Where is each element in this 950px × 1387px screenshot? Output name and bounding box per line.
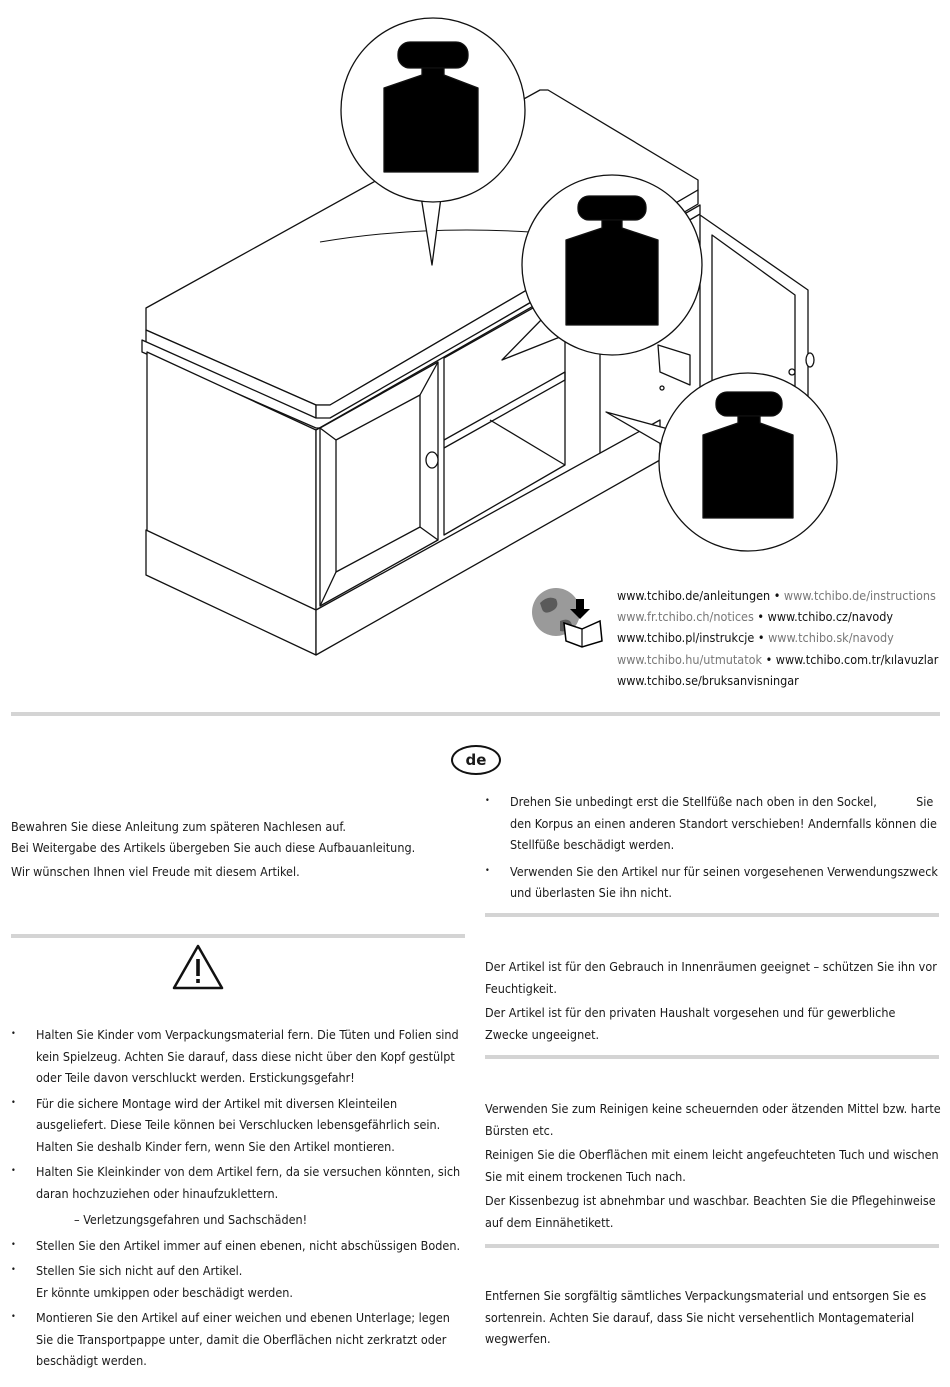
link-se[interactable]: www.tchibo.se/bruksanvisningar [617,672,799,688]
list-item: Montieren Sie den Artikel auf einer weic… [11,1307,461,1372]
language-badge: de [451,745,501,775]
link-pl[interactable]: www.tchibo.pl/instrukcje [617,630,755,646]
link-cz[interactable]: www.tchibo.cz/navody [767,609,894,625]
care-text: Verwenden Sie zum Reinigen keine scheuer… [485,1101,941,1230]
download-links: www.tchibo.de/anleitungen • www.tchibo.d… [617,585,938,691]
right-bullet-list: Drehen Sie unbedingt erst die Stellfüße … [485,791,940,908]
links-row-1: www.tchibo.de/anleitungen • www.tchibo.d… [617,588,936,603]
warning-icon [172,944,224,990]
link-de[interactable]: www.tchibo.de/anleitungen [617,588,771,603]
divider-right-3 [485,1244,939,1248]
list-item: Halten Sie Kleinkinder von dem Artikel f… [11,1161,461,1231]
divider-left-1 [11,934,465,938]
divider-right-2 [485,1055,939,1059]
link-tr[interactable]: www.tchibo.com.tr/kılavuzlar [775,651,939,667]
disposal-text: Entfernen Sie sorgfältig sämtliches Verp… [485,1288,927,1346]
list-item: Stellen Sie den Artikel immer auf einen … [11,1235,461,1257]
bench-illustration [141,17,838,656]
links-row-4: www.tchibo.hu/utmutatok • www.tchibo.com… [617,651,939,667]
list-item: Verwenden Sie den Artikel nur für seinen… [485,861,940,904]
globe-download-icon [532,588,603,648]
divider-top [11,712,940,716]
intro-text: Bewahren Sie diese Anleitung zum spätere… [11,819,416,879]
list-item: Stellen Sie sich nicht auf den Artikel.E… [11,1260,461,1303]
links-row-5: www.tchibo.se/bruksanvisningar [617,670,938,691]
divider-right-1 [485,913,939,917]
list-item: Halten Sie Kinder vom Verpackungsmateria… [11,1024,461,1089]
link-hu[interactable]: www.tchibo.hu/utmutatok [617,651,762,667]
usage-text: Der Artikel ist für den Gebrauch in Inne… [485,959,937,1042]
list-item: Für die sichere Montage wird der Artikel… [11,1093,461,1158]
link-de-instructions[interactable]: www.tchibo.de/instructions [783,588,936,603]
link-ch[interactable]: www.fr.tchibo.ch/notices [617,609,754,625]
links-row-2: www.fr.tchibo.ch/notices • www.tchibo.cz… [617,609,894,625]
list-item: Drehen Sie unbedingt erst die Stellfüße … [485,791,940,856]
safety-list: Halten Sie Kinder vom Verpackungsmateria… [11,1024,461,1376]
link-sk[interactable]: www.tchibo.sk/navody [768,630,894,646]
links-row-3: www.tchibo.pl/instrukcje • www.tchibo.sk… [617,630,894,646]
